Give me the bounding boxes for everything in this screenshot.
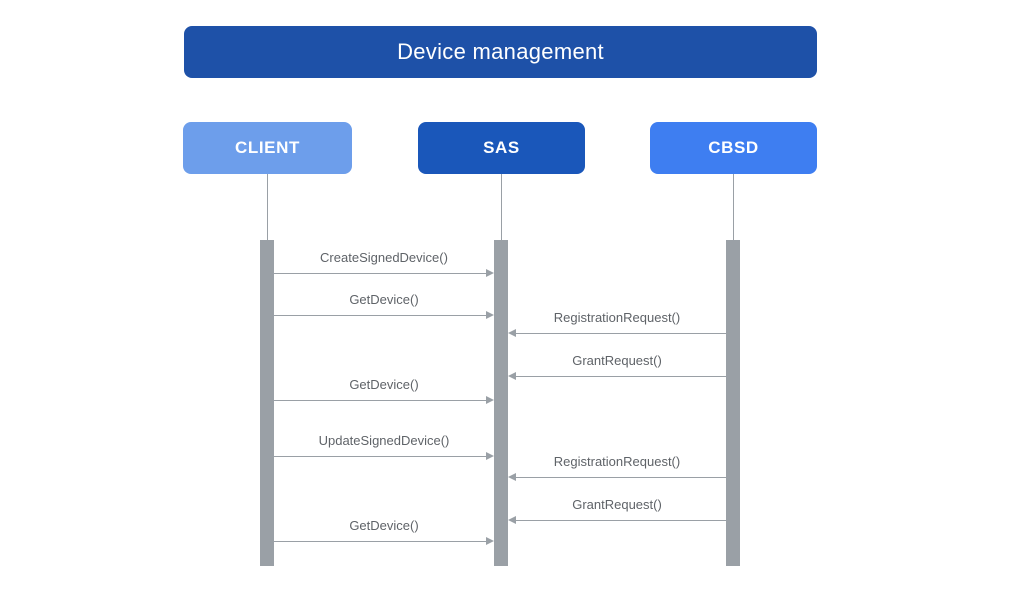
message-arrow — [516, 520, 726, 521]
actor-client: CLIENT — [183, 122, 352, 174]
message-label: GrantRequest() — [572, 353, 662, 368]
message-arrow — [274, 456, 486, 457]
message-arrow — [516, 333, 726, 334]
message-arrow — [274, 400, 486, 401]
activation-bar-sas — [494, 240, 508, 566]
arrowhead-icon — [508, 329, 516, 337]
message-label: GrantRequest() — [572, 497, 662, 512]
message-label: GetDevice() — [349, 292, 419, 307]
message-arrow — [516, 376, 726, 377]
lifeline-client — [267, 174, 268, 240]
activation-bar-cbsd — [726, 240, 740, 566]
message-label: RegistrationRequest() — [553, 454, 681, 469]
actor-label-sas: SAS — [483, 138, 520, 157]
arrowhead-icon — [486, 269, 494, 277]
lifeline-sas — [501, 174, 502, 240]
message-arrow — [274, 315, 486, 316]
arrowhead-icon — [508, 372, 516, 380]
actor-cbsd: CBSD — [650, 122, 817, 174]
arrowhead-icon — [508, 516, 516, 524]
arrowhead-icon — [486, 311, 494, 319]
arrowhead-icon — [486, 537, 494, 545]
lifeline-cbsd — [733, 174, 734, 240]
message-label: GetDevice() — [349, 518, 419, 533]
arrowhead-icon — [486, 396, 494, 404]
arrowhead-icon — [508, 473, 516, 481]
arrowhead-icon — [486, 452, 494, 460]
message-label: GetDevice() — [349, 377, 419, 392]
message-label: UpdateSignedDevice() — [318, 433, 450, 448]
message-label: RegistrationRequest() — [553, 310, 681, 325]
diagram-title-banner: Device management — [184, 26, 817, 78]
actor-label-cbsd: CBSD — [708, 138, 759, 157]
actor-sas: SAS — [418, 122, 585, 174]
actor-label-client: CLIENT — [235, 138, 300, 157]
message-arrow — [274, 273, 486, 274]
diagram-title: Device management — [397, 39, 604, 64]
message-arrow — [274, 541, 486, 542]
message-label: CreateSignedDevice() — [320, 250, 448, 265]
message-arrow — [516, 477, 726, 478]
activation-bar-client — [260, 240, 274, 566]
